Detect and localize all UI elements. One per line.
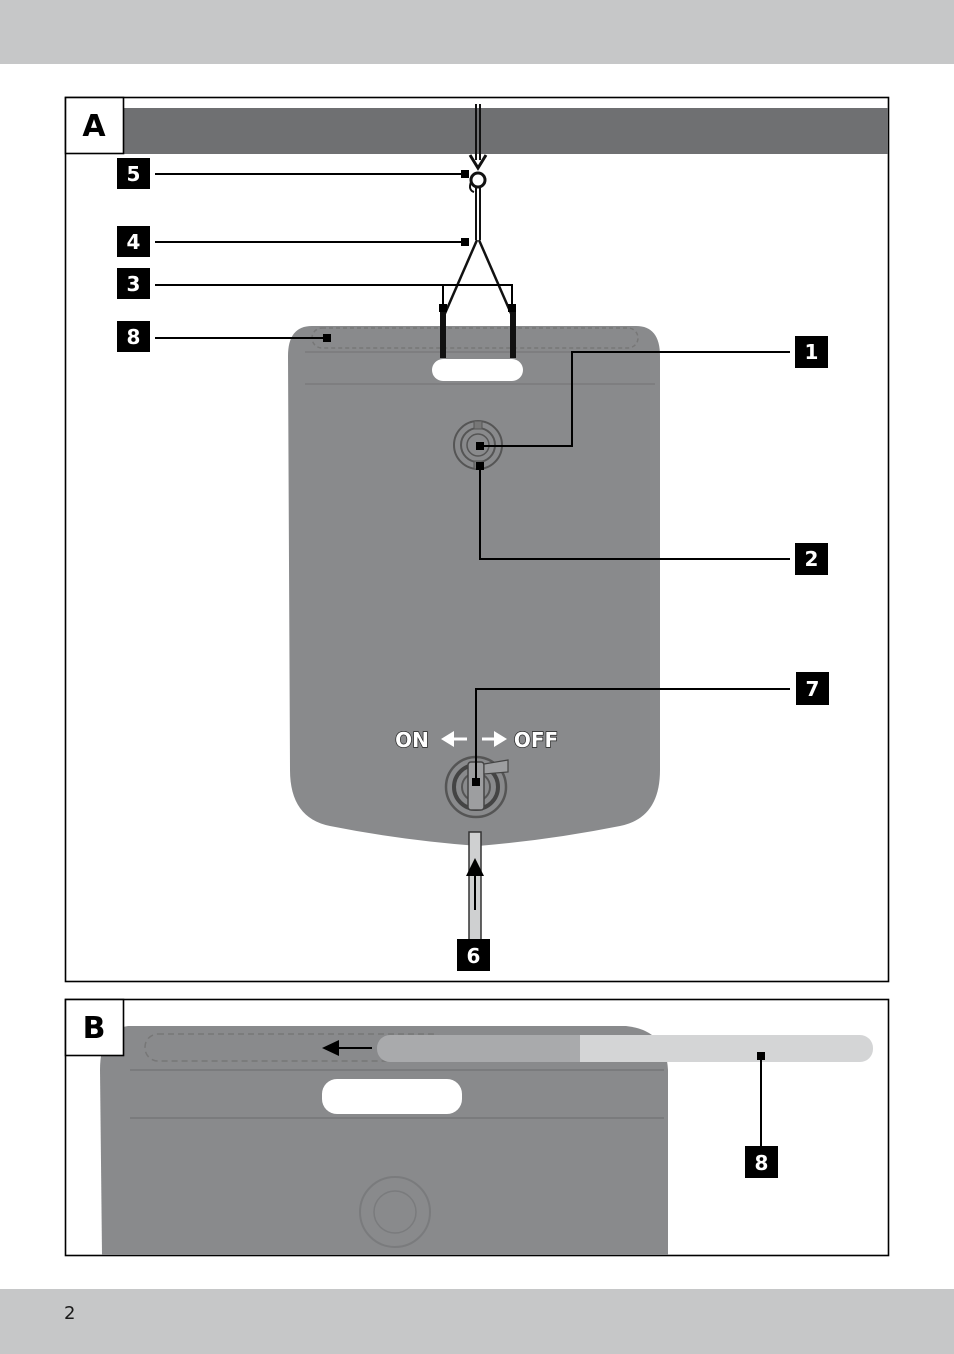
callout-5: 5 bbox=[117, 158, 150, 189]
callout-2: 2 bbox=[795, 543, 828, 575]
callout-6: 6 bbox=[457, 939, 490, 971]
callout-3: 3 bbox=[117, 268, 150, 299]
panel-b-label: B bbox=[83, 1011, 106, 1046]
svg-text:6: 6 bbox=[467, 944, 481, 968]
svg-text:5: 5 bbox=[127, 162, 141, 186]
bottom-band bbox=[0, 1289, 954, 1354]
callout-4: 4 bbox=[117, 226, 150, 257]
svg-text:4: 4 bbox=[127, 230, 141, 254]
carry-handle bbox=[432, 359, 523, 381]
panel-a: A bbox=[66, 98, 889, 982]
svg-text:1: 1 bbox=[805, 340, 819, 364]
page-number: 2 bbox=[64, 1303, 75, 1324]
hook-icon bbox=[471, 173, 485, 187]
callout-7: 7 bbox=[796, 672, 829, 705]
svg-text:2: 2 bbox=[805, 547, 819, 571]
carry-handle-b bbox=[322, 1079, 462, 1114]
svg-text:3: 3 bbox=[127, 272, 141, 296]
off-label: OFF bbox=[514, 728, 558, 752]
svg-text:8: 8 bbox=[755, 1151, 769, 1175]
callout-1: 1 bbox=[795, 336, 828, 368]
ceiling-bar bbox=[123, 108, 888, 154]
panel-b: B 8 bbox=[66, 1000, 889, 1256]
callout-8-a: 8 bbox=[117, 321, 150, 352]
on-label: ON bbox=[395, 728, 429, 752]
svg-text:7: 7 bbox=[806, 677, 820, 701]
panel-a-label: A bbox=[82, 109, 106, 144]
shower-bag bbox=[288, 310, 660, 942]
svg-text:8: 8 bbox=[127, 325, 141, 349]
callout-8-b: 8 bbox=[745, 1146, 778, 1178]
